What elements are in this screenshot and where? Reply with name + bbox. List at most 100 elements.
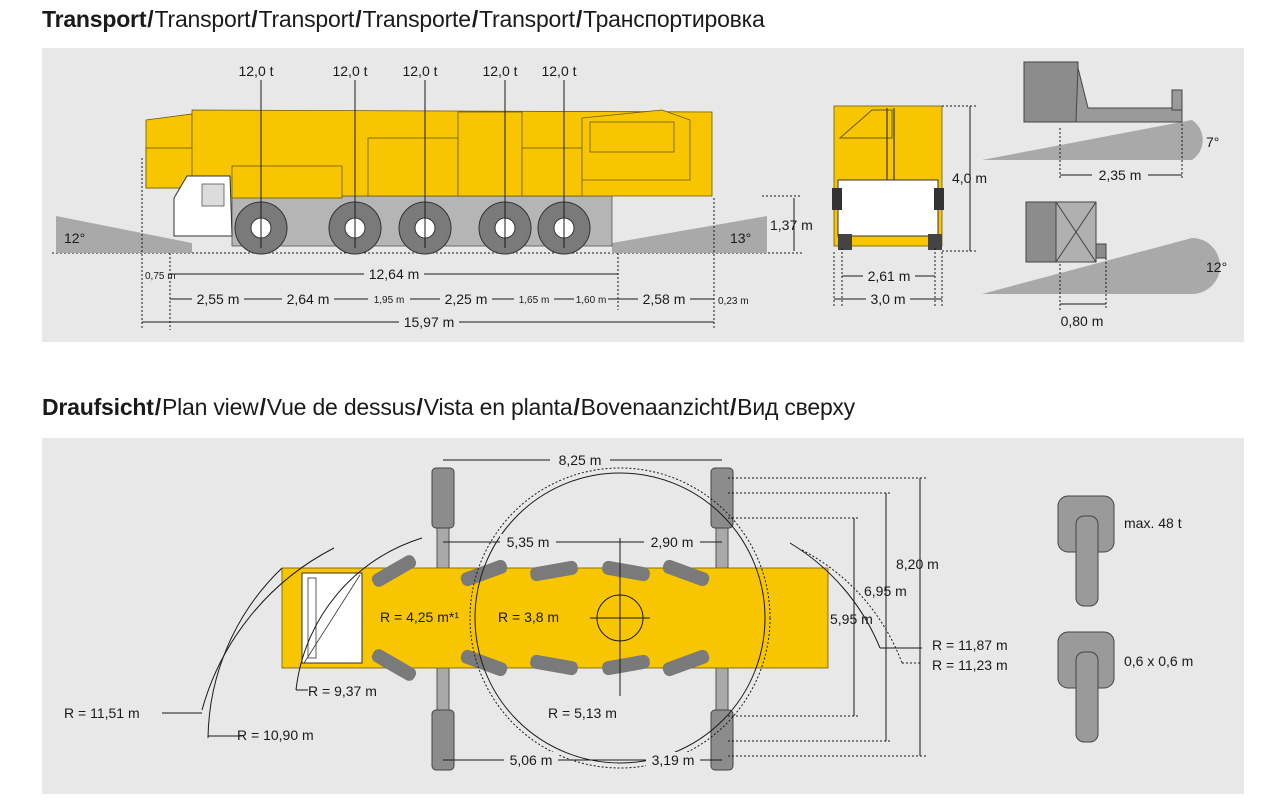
bottom-right-label: 3,19 m [652, 752, 695, 768]
spacing-bg-2 [282, 291, 334, 307]
detail-top-counterweight [1023, 61, 1079, 123]
rear-tyre-right [928, 234, 942, 250]
detail-bottom-angle: 12° [1206, 259, 1227, 275]
wheelbase-bg [364, 266, 424, 282]
spacing-bg-5 [514, 292, 554, 306]
detail-top-angle: 7° [1206, 134, 1219, 150]
transport-heading: Transport/Transport/Transport/Transporte… [42, 6, 765, 32]
detail-top-arc [1192, 120, 1203, 160]
tyre-plan-9 [602, 654, 650, 676]
slewing-block [457, 111, 523, 197]
rear-bumper [837, 179, 939, 237]
spacing-bg-3 [368, 292, 410, 306]
span-length-label: 8,25 m [559, 452, 602, 468]
detail-bottom-block [1025, 201, 1057, 263]
detail-top-frame [1075, 67, 1183, 123]
arc-left-small [295, 537, 423, 691]
radius-cab-label: R = 4,25 m*¹ [380, 609, 459, 625]
radius-inner-label: R = 3,8 m [498, 609, 559, 625]
tyre-plan-7 [460, 649, 508, 677]
detail-bottom-length: 0,80 m [1061, 313, 1104, 329]
clearance-label: 1,37 m [770, 217, 813, 233]
width-bg [866, 291, 910, 307]
bottom-right-bg [646, 752, 700, 768]
counterweight-block [367, 137, 459, 197]
tyre-plan-2 [460, 559, 508, 587]
cab-window [201, 183, 225, 207]
front-overhang-label: 0,75 m [145, 271, 176, 282]
radius-right-1-label: R = 11,87 m [932, 637, 1008, 653]
width-label: 3,0 m [870, 291, 905, 307]
transport-panel: 12° 13° 12,0 t 12,0 t [42, 48, 1244, 342]
spacing-4: 2,25 m [445, 291, 488, 307]
detail-bottom-cross-2 [1055, 201, 1097, 263]
detail-bottom-step [1095, 243, 1107, 259]
front-center-bg [500, 534, 556, 550]
center-rear-bg [644, 534, 700, 550]
span-length-bg [550, 452, 610, 468]
axle-load-markers: 12,0 t 12,0 t 12,0 t 12,0 t 12,0 t [238, 63, 577, 248]
rear-light-right [934, 188, 944, 210]
tyres-plan [371, 555, 710, 681]
plan-panel: 8,25 m 5,35 m 2,90 m R = 4,25 m*¹ R = 3,… [42, 438, 1244, 794]
width-mid-label: 6,95 m [864, 583, 907, 599]
width-outer-label: 8,20 m [896, 556, 939, 572]
rear-overhang-label: 0,23 m [718, 296, 749, 307]
arc-left-1 [201, 547, 335, 711]
pad-icon-2-stem [1075, 651, 1099, 743]
outrigger-pad-fl [431, 467, 455, 529]
crane-chassis-plan [281, 567, 829, 669]
tyre-plan-1 [371, 555, 417, 587]
rear-ladder [838, 109, 893, 139]
width-inner-label: 5,95 m [830, 611, 873, 627]
detail-top-post [1171, 89, 1183, 111]
cab-plan-seat [307, 577, 317, 659]
crane-rear-view [832, 105, 944, 250]
plan-heading-es: Vista en planta [423, 394, 573, 420]
axle-load-2: 12,0 t [332, 63, 367, 79]
detail-top-bg [1092, 167, 1148, 183]
heading-en: Transport [154, 6, 251, 32]
plan-heading: Draufsicht/Plan view/Vue de dessus/Vista… [42, 394, 855, 420]
front-center-label: 5,35 m [507, 534, 550, 550]
axle-load-5: 12,0 t [541, 63, 576, 79]
track-bg [863, 268, 915, 284]
detail-bottom-wedge [982, 238, 1192, 294]
circle-outer [474, 472, 766, 764]
heading-fr: Transport [258, 6, 355, 32]
heading-ru: Транспортировка [583, 6, 765, 32]
tyre-plan-5 [662, 559, 710, 587]
arc-right-2 [801, 549, 903, 664]
tyre-plan-6 [371, 649, 417, 681]
detail-top: 2,35 m 7° [982, 61, 1219, 183]
spacing-bg-7 [638, 291, 690, 307]
axle-load-1: 12,0 t [238, 63, 273, 79]
spacing-2: 2,64 m [287, 291, 330, 307]
plan-heading-nl: Bovenaanzicht [580, 394, 729, 420]
detail-bottom: 0,80 m 12° [982, 201, 1227, 329]
arc-left-2 [207, 567, 283, 739]
plan-heading-ru: Вид сверху [737, 394, 855, 420]
engine-grill [589, 121, 675, 153]
outrigger-pad-rr [710, 709, 734, 771]
tyre-plan-10 [662, 649, 710, 677]
bottom-left-label: 5,06 m [510, 752, 553, 768]
plan-heading-bold-de: Draufsicht [42, 394, 154, 420]
rear-tyre-left [838, 234, 852, 250]
detail-top-wedge [982, 120, 1192, 160]
radius-bottom-label: R = 5,13 m [548, 705, 617, 721]
center-rear-label: 2,90 m [651, 534, 694, 550]
wheelbase-label: 12,64 m [369, 266, 420, 282]
plan-heading-en: Plan view [161, 394, 259, 420]
plan-heading-fr: Vue de dessus [266, 394, 416, 420]
tyre-plan-4 [602, 560, 650, 582]
detail-bottom-arc [1192, 238, 1220, 294]
spacing-bg-4 [440, 291, 492, 307]
outrigger-pad-rl [710, 467, 734, 529]
circle-dashed [469, 467, 771, 769]
spacing-bg-6 [574, 292, 608, 306]
spacing-1: 2,55 m [197, 291, 240, 307]
radius-right-2-label: R = 11,23 m [932, 657, 1008, 673]
overall-length-label: 15,97 m [404, 314, 455, 330]
plan-drawing: 8,25 m 5,35 m 2,90 m R = 4,25 m*¹ R = 3,… [64, 452, 1193, 771]
